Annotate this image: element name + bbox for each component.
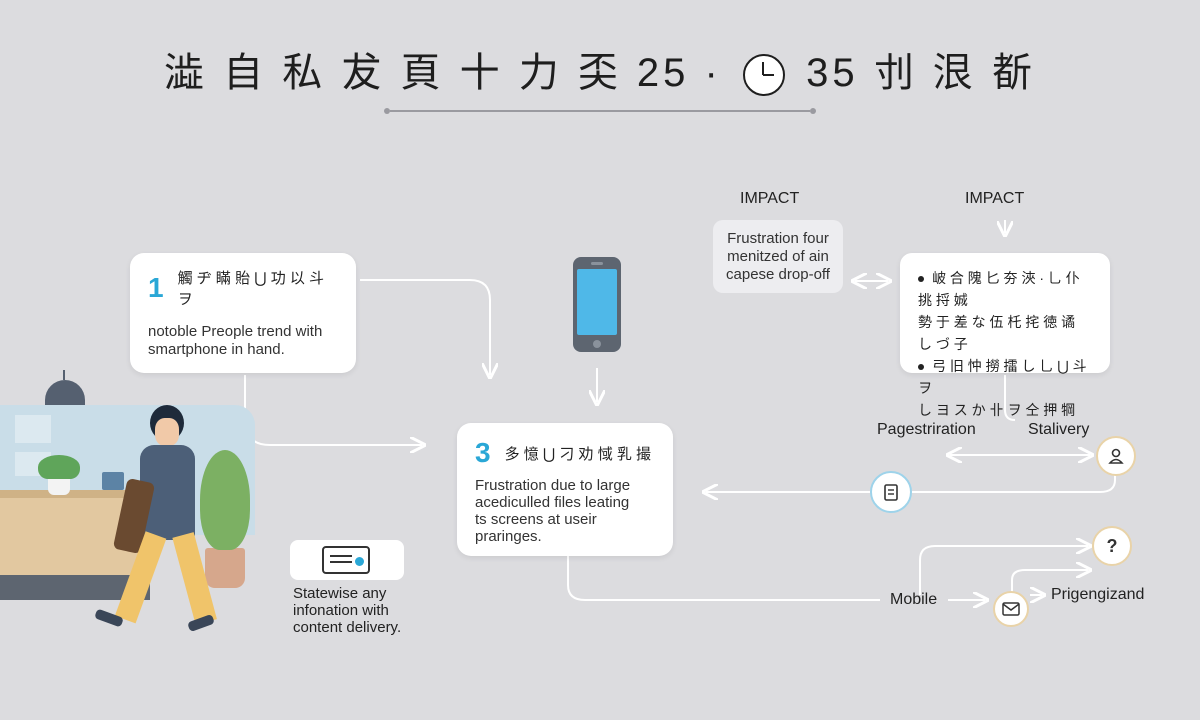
step-3-number: 3	[475, 437, 491, 468]
impact-left-line-3: capese drop-off	[726, 266, 830, 283]
id-card-badge	[290, 540, 404, 580]
impact-right-row-3: 弓 旧 忡 撈 擂 し 乚 ⋃ 斗 ヲ	[918, 358, 1087, 396]
line-to-card3	[910, 470, 1116, 493]
impact-right-label: IMPACT	[965, 190, 1025, 207]
line-to-question	[919, 546, 1088, 595]
line-to-prigengizand	[1011, 570, 1088, 595]
step-1-number: 1	[148, 272, 164, 303]
question-icon[interactable]: ?	[1092, 526, 1132, 566]
side-card-line-2: infonation with	[293, 602, 389, 619]
step-3-body-line-2: acediculled files leating	[475, 494, 630, 511]
impact-right-row-2: 勢 于 差 な 伍 杔 挓 徳 谲 し づ 子	[918, 314, 1076, 352]
step-3-body-line-3: ts screens at useir	[475, 511, 597, 528]
stalivery-label: Stalivery	[1028, 421, 1090, 438]
line-card1-to-card3	[360, 279, 490, 375]
lamp-icon	[63, 370, 65, 380]
impact-left-line-1: Frustration four	[727, 230, 829, 247]
step-1-card: 1 觸 ヂ 瞞 貽 ⋃ 功 以 斗 ヲ notoble Preople tren…	[130, 253, 356, 373]
document-icon[interactable]	[870, 471, 912, 513]
impact-left-line-2: menitzed of ain	[727, 248, 829, 265]
office-illustration	[0, 370, 280, 640]
prigengizand-label: Prigengizand	[1051, 586, 1145, 603]
smartphone-icon	[573, 257, 621, 352]
side-card-line-1: Statewise any	[293, 585, 387, 602]
title-divider	[384, 108, 816, 114]
clock-icon	[743, 54, 785, 97]
impact-right-row-1: 岥 合 隗 匕 夯 浹 · 乚 仆 挑 捋 娍	[918, 270, 1080, 308]
plant-icon	[205, 548, 245, 588]
impact-right-card: 岥 合 隗 匕 夯 浹 · 乚 仆 挑 捋 娍 勢 于 差 な 伍 杔 挓 徳 …	[900, 253, 1110, 418]
step-3-card: 3 多 憶 ⋃ 刁 劝 惐 乳 撮 Frustration due to lar…	[457, 423, 673, 556]
small-plant-icon	[48, 475, 70, 495]
line-card3-to-mobile	[567, 555, 880, 601]
impact-right-row-4: し ヨ ス か 卝 ヲ 仝 押 犅	[918, 402, 1076, 418]
user-icon[interactable]	[1096, 436, 1136, 476]
page-title: 澁 自 私 犮 頁 十 力 奀 25 · 35 刌 泿 斱	[0, 40, 1200, 98]
line-stalivery	[1004, 375, 1016, 421]
title-part-2: 35 刌 泿 斱	[806, 51, 1036, 95]
step-3-body-line-4: praringes.	[475, 528, 542, 545]
step-3-heading: 多 憶 ⋃ 刁 劝 惐 乳 撮	[504, 445, 652, 463]
step-1-body-line-1: notoble Preople trend with	[148, 323, 323, 340]
impact-left-card: Frustration four menitzed of ain capese …	[713, 220, 843, 293]
side-card-text: Statewise any infonation with content de…	[293, 585, 401, 636]
title-part-1: 澁 自 私 犮 頁 十 力 奀 25 ·	[164, 51, 722, 95]
pagestriration-label: Pagestriration	[877, 421, 976, 438]
side-card-line-3: content delivery.	[293, 619, 402, 636]
step-1-body-line-2: smartphone in hand.	[148, 341, 285, 358]
mail-icon[interactable]	[993, 591, 1029, 627]
step-3-body-line-1: Frustration due to large	[475, 477, 631, 494]
mobile-label: Mobile	[890, 591, 938, 608]
step-1-heading: 觸 ヂ 瞞 貽 ⋃ 功 以 斗 ヲ	[177, 270, 325, 308]
impact-left-label: IMPACT	[740, 190, 800, 207]
id-card-icon	[322, 546, 370, 574]
